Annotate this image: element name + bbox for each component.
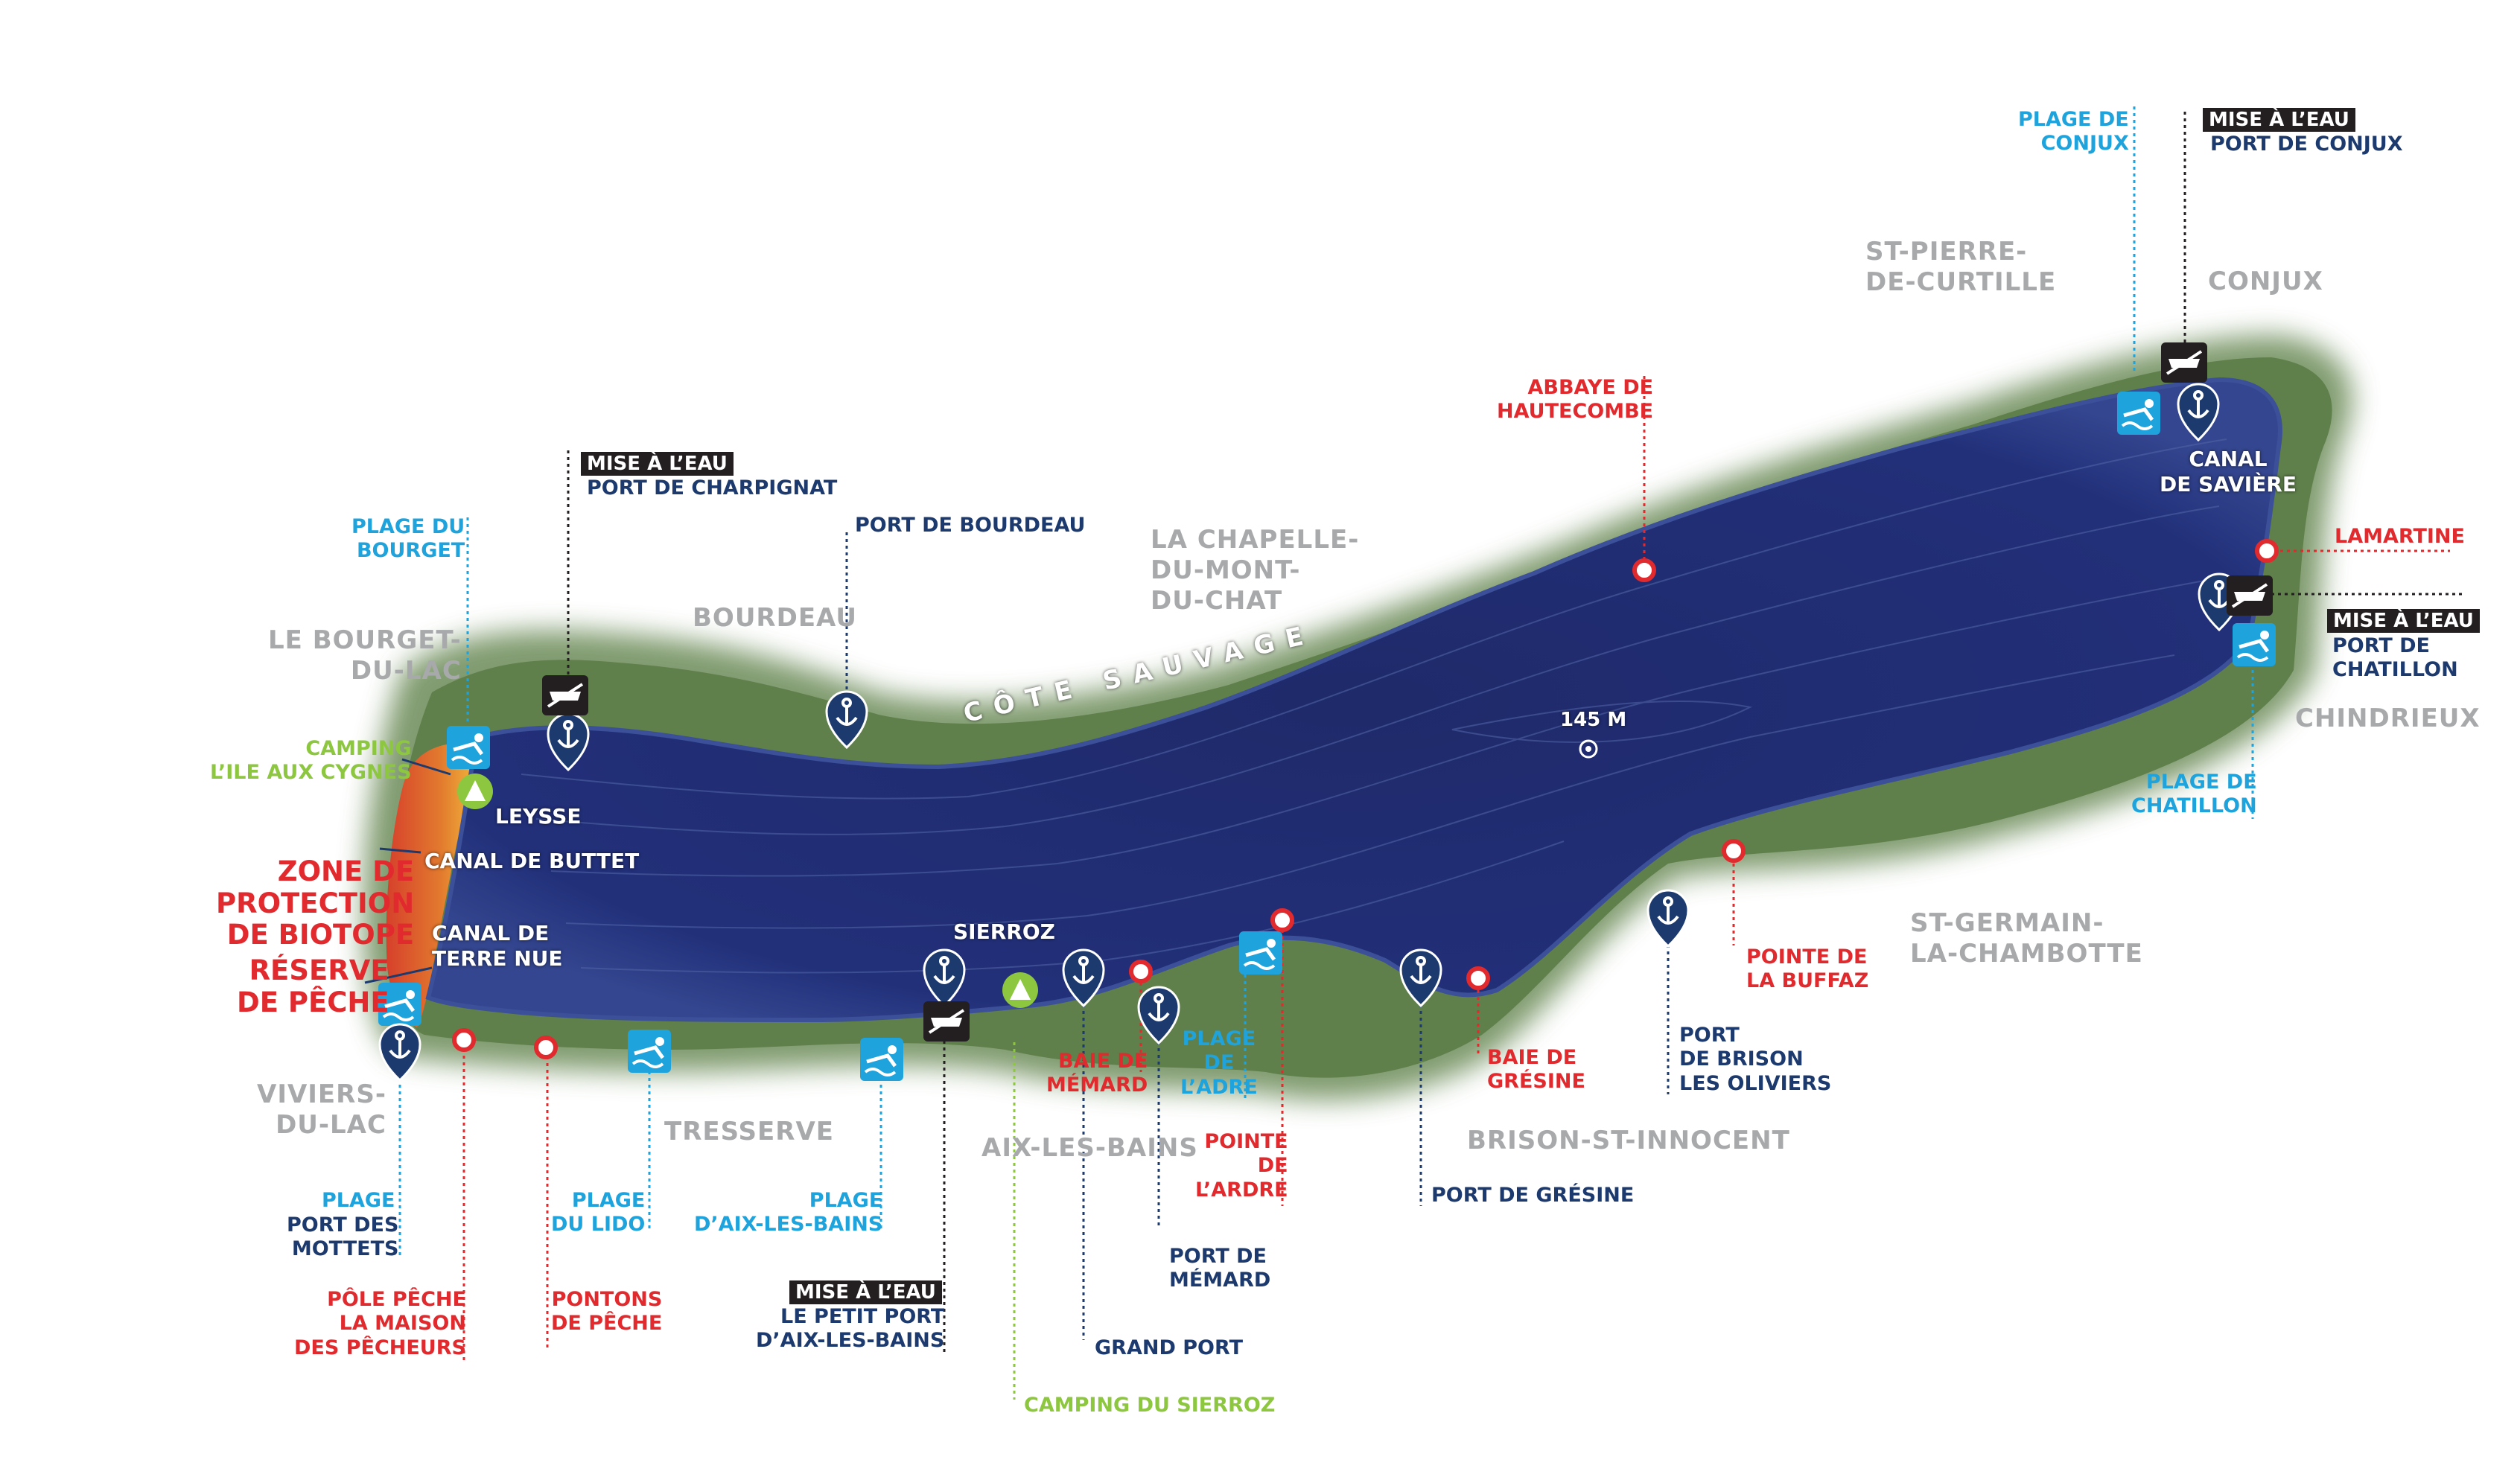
swim-icon: [628, 1030, 671, 1073]
town-brison: BRISON-ST-INNOCENT: [1467, 1126, 1790, 1155]
badge-mise-eau-petit-port: MISE À L’EAU: [789, 1280, 942, 1304]
label-plage-mottets-2: PORT DES MOTTETS: [287, 1213, 399, 1261]
label-plage-bourget: PLAGE DU BOURGET: [351, 515, 465, 563]
anchor-icon: [1646, 889, 1690, 948]
town-viviers: VIVIERS- DU-LAC: [257, 1079, 386, 1140]
label-canal-buttet: CANAL DE BUTTET: [424, 849, 640, 873]
label-plage-aix: PLAGE D’AIX-LES-BAINS: [694, 1189, 883, 1237]
boat-ramp-icon: [2161, 342, 2207, 383]
town-bourdeau: BOURDEAU: [693, 603, 857, 633]
label-port-brison: PORT DE BRISON LES OLIVIERS: [1679, 1024, 1832, 1095]
swim-icon: [860, 1038, 903, 1081]
anchor-icon: [378, 1023, 421, 1082]
swim-icon: [1239, 931, 1282, 975]
leader-lines: [364, 106, 2465, 1400]
label-reserve-peche: RÉSERVE DE PÊCHE: [237, 954, 389, 1018]
label-canal-saviere: CANAL DE SAVIÈRE: [2160, 447, 2297, 497]
label-port-charpignat: PORT DE CHARPIGNAT: [587, 476, 838, 500]
anchor-icon: [1399, 948, 1442, 1008]
boat-ramp-icon: [542, 675, 588, 715]
label-petit-port: LE PETIT PORT D’AIX-LES-BAINS: [756, 1305, 945, 1353]
swim-icon: [447, 726, 490, 769]
label-grand-port: GRAND PORT: [1095, 1336, 1243, 1359]
label-sierroz: SIERROZ: [953, 919, 1055, 944]
label-leysse: LEYSSE: [495, 804, 582, 829]
label-canal-terre-nue: CANAL DE TERRE NUE: [432, 921, 563, 971]
town-la-chapelle: LA CHAPELLE- DU-MONT- DU-CHAT: [1151, 525, 1360, 616]
town-chindrieux: CHINDRIEUX: [2295, 704, 2481, 733]
boat-ramp-icon: [923, 1001, 970, 1042]
tent-icon: [457, 774, 493, 809]
boat-ramp-icon: [2227, 575, 2273, 616]
town-aix: AIX-LES-BAINS: [981, 1133, 1198, 1163]
badge-mise-eau-conjux: MISE À L’EAU: [2203, 108, 2355, 132]
label-plage-mottets-1: PLAGE: [322, 1189, 395, 1212]
label-zone-protection: ZONE DE PROTECTION DE BIOTOPE: [216, 855, 415, 951]
label-lamartine: LAMARTINE: [2335, 525, 2465, 548]
label-plage-adre: PLAGE DE L’ADRE: [1180, 1027, 1258, 1099]
badge-mise-eau-charpignat: MISE À L’EAU: [581, 452, 734, 476]
label-port-conjux: PORT DE CONJUX: [2210, 133, 2403, 156]
label-pointe-ardre: POINTE DE L’ARDRE: [1195, 1130, 1288, 1202]
lake-water: [425, 377, 2282, 1023]
swim-icon: [2117, 392, 2160, 435]
label-port-bourdeau: PORT DE BOURDEAU: [855, 514, 1086, 537]
depth-label: 145 M: [1560, 709, 1627, 731]
label-abbaye: ABBAYE DE HAUTECOMBE: [1497, 376, 1654, 424]
town-st-germain: ST-GERMAIN- LA-CHAMBOTTE: [1910, 908, 2143, 969]
label-pole-peche: PÔLE PÊCHE LA MAISON DES PÊCHEURS: [294, 1288, 466, 1359]
swim-icon: [378, 983, 421, 1026]
label-pointe-buffaz: POINTE DE LA BUFFAZ: [1746, 945, 1869, 993]
anchor-icon: [547, 712, 590, 772]
label-camping-sierroz: CAMPING DU SIERROZ: [1024, 1394, 1276, 1417]
town-tresserve: TRESSERVE: [664, 1117, 834, 1146]
depth-marker-icon: [1579, 739, 1598, 759]
label-plage-conjux: PLAGE DE CONJUX: [2018, 108, 2129, 156]
anchor-icon: [1137, 986, 1180, 1045]
label-plage-chatillon: PLAGE DE CHATILLON: [2131, 771, 2257, 818]
anchor-icon: [1062, 948, 1105, 1008]
tent-icon: [1002, 972, 1038, 1008]
town-st-pierre: ST-PIERRE- DE-CURTILLE: [1865, 237, 2057, 297]
swim-icon: [2233, 623, 2276, 666]
label-port-memard: PORT DE MÉMARD: [1169, 1245, 1271, 1292]
label-plage-lido: PLAGE DU LIDO: [551, 1189, 646, 1237]
badge-mise-eau-chatillon: MISE À L’EAU: [2327, 609, 2480, 633]
label-baie-gresine: BAIE DE GRÉSINE: [1487, 1046, 1585, 1094]
anchor-icon: [923, 948, 966, 1008]
label-port-gresine: PORT DE GRÉSINE: [1431, 1184, 1635, 1207]
label-camping-cygnes: CAMPING L’ILE AUX CYGNES: [210, 737, 412, 785]
anchor-icon: [2177, 383, 2220, 442]
label-baie-memard: BAIE DE MÉMARD: [1046, 1050, 1148, 1097]
label-port-chatillon: PORT DE CHATILLON: [2332, 634, 2458, 682]
label-pontons: PONTONS DE PÊCHE: [551, 1288, 663, 1336]
red-point-icon: [452, 539, 2279, 1059]
protection-zone: [386, 743, 477, 1027]
anchor-icon: [825, 690, 868, 750]
town-conjux: CONJUX: [2208, 267, 2323, 296]
town-le-bourget: LE BOURGET- DU-LAC: [268, 625, 462, 686]
